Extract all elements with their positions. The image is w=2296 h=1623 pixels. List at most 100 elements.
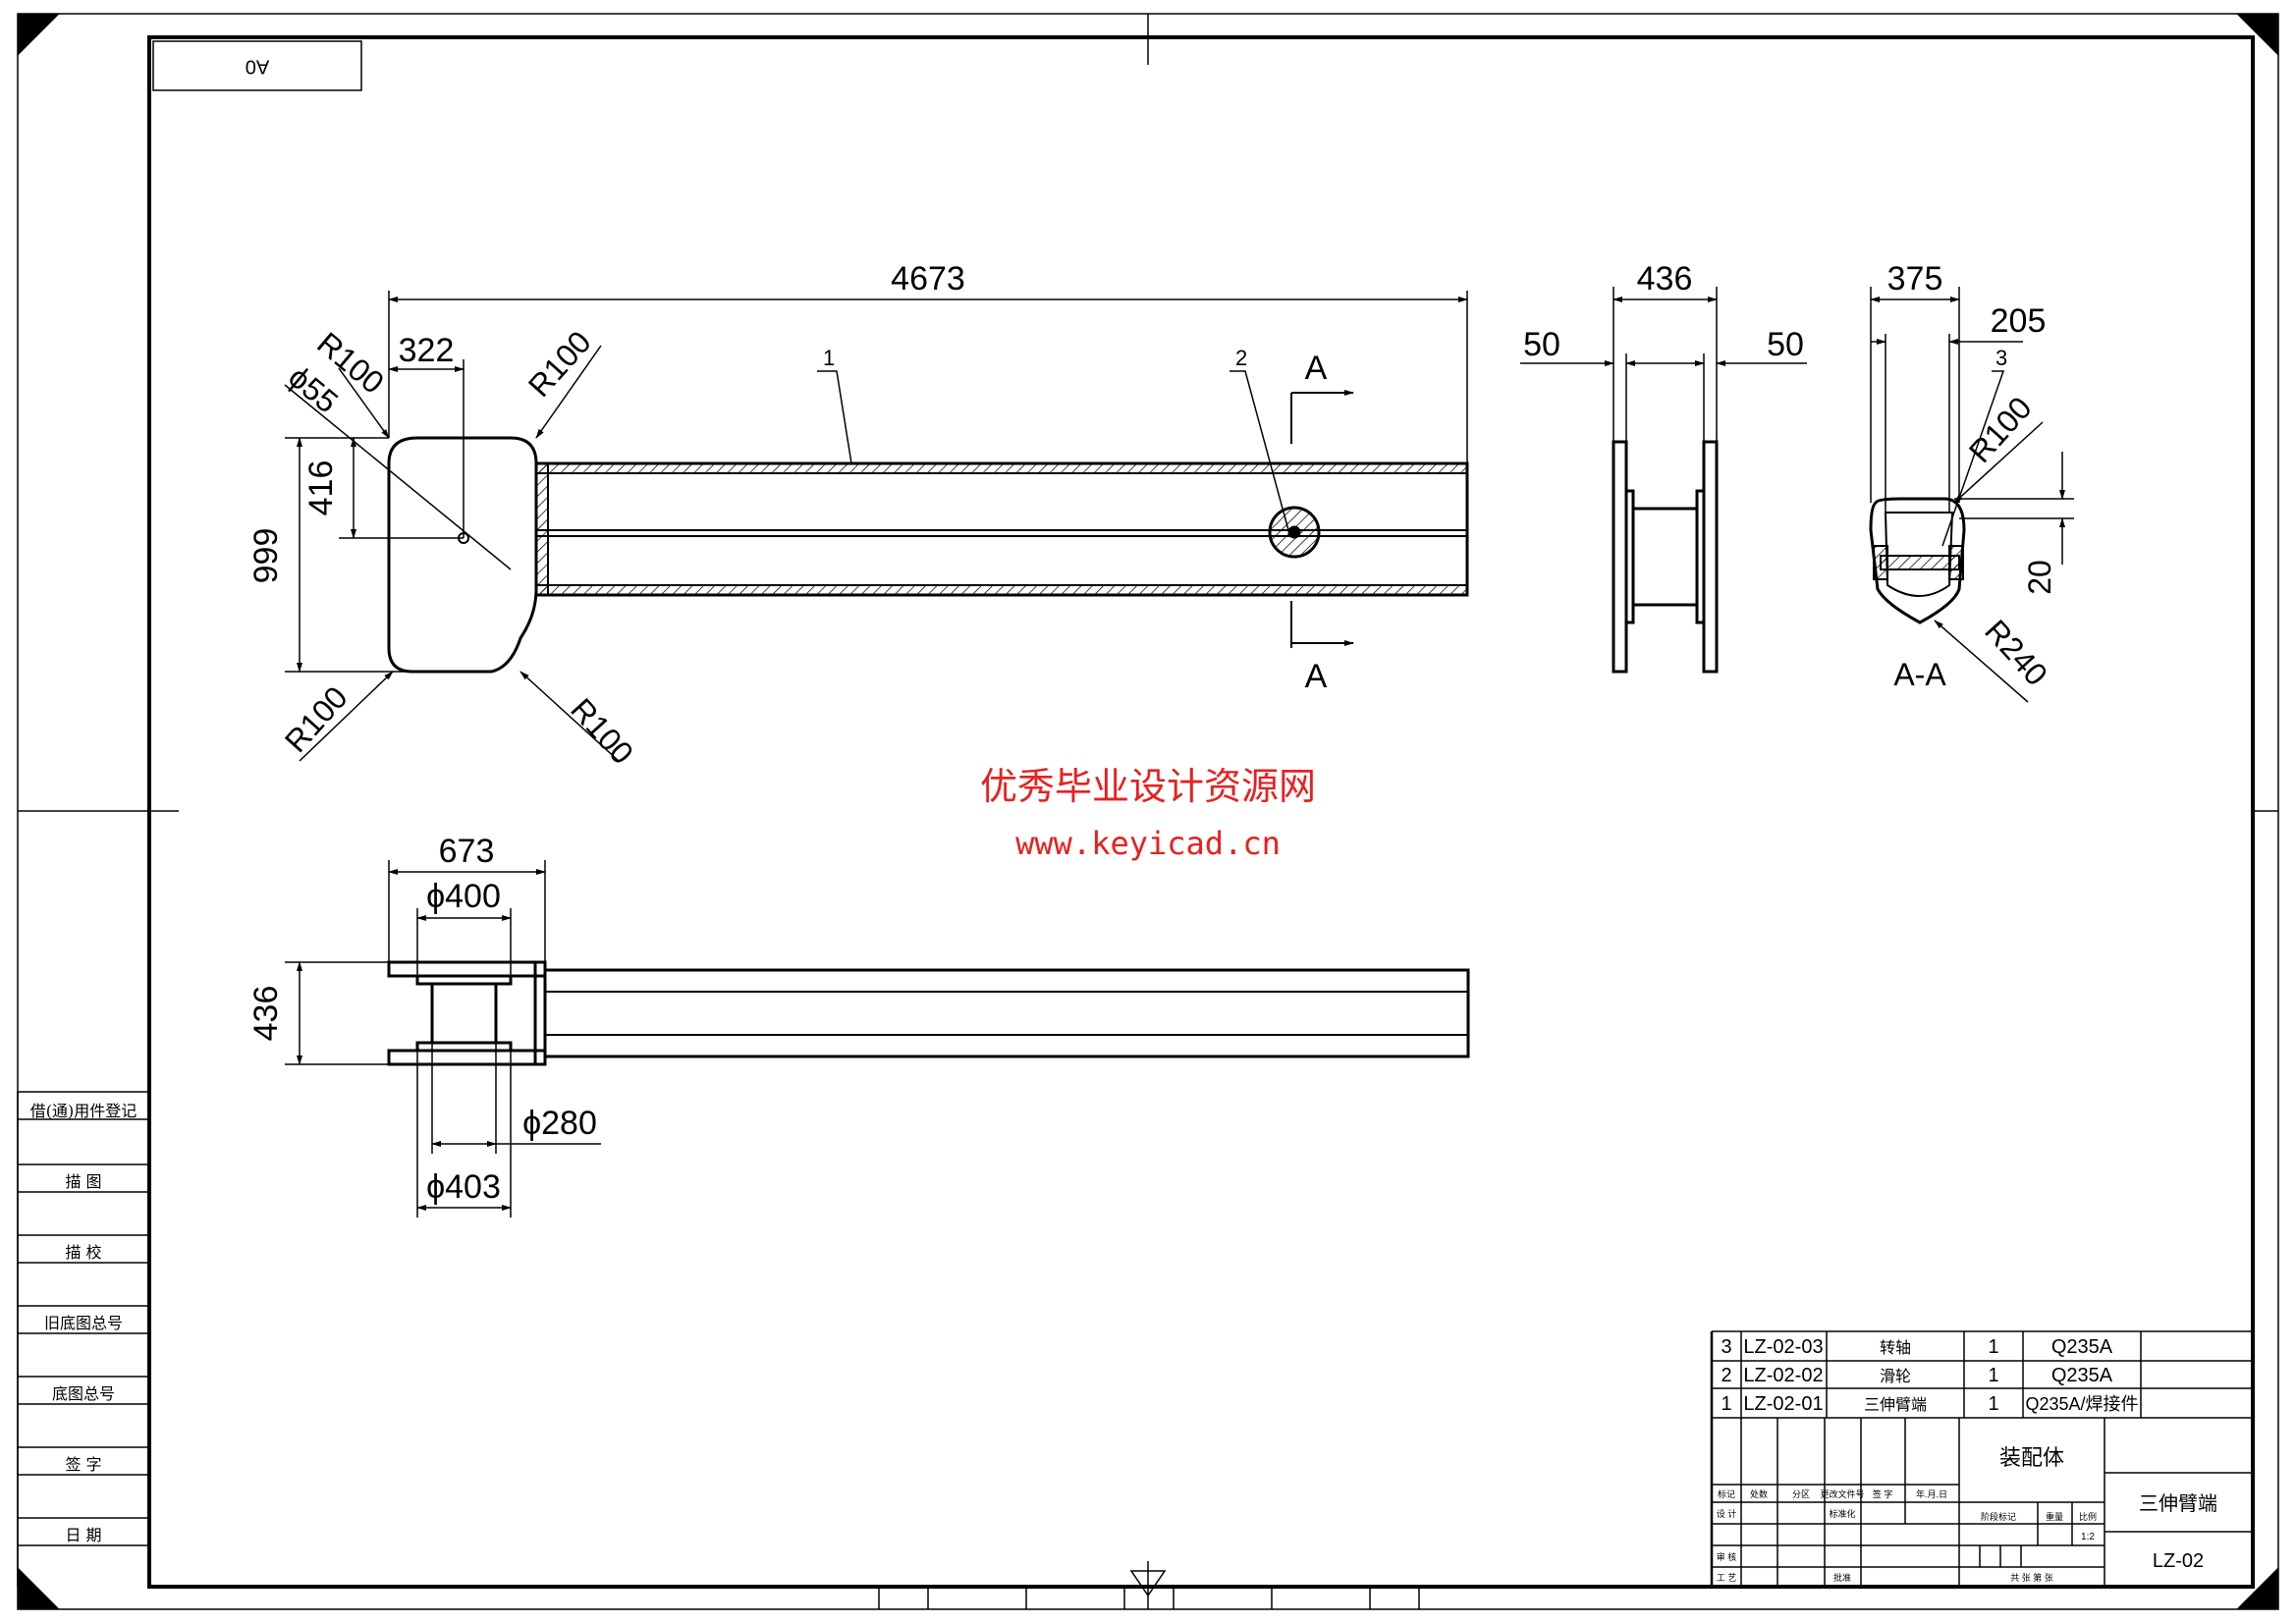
section-title: A-A	[1893, 657, 1946, 692]
title-scale: 1:2	[2081, 1532, 2095, 1542]
plan-view	[387, 960, 1470, 1066]
side-register	[17, 1092, 150, 1587]
title-row-ratio: 比例	[2079, 1511, 2097, 1522]
bom-code: LZ-02-03	[1743, 1336, 1823, 1358]
bom-code: LZ-02-02	[1743, 1365, 1823, 1386]
title-drawing-no: LZ-02	[2153, 1550, 2204, 1572]
title-header: 分区	[1792, 1489, 1810, 1499]
side-label: 描 图	[65, 1172, 102, 1191]
dim-r-top-right: R100	[521, 324, 598, 404]
front-arm-hatch-bottom	[536, 585, 1467, 595]
bom-material: Q235A	[2051, 1365, 2113, 1386]
leader-3-label: 3	[1995, 346, 2007, 370]
side-label: 描 校	[65, 1243, 102, 1262]
dim-bottom-width: 673	[439, 833, 495, 870]
dim-bottom-dia-inner: ϕ280	[522, 1105, 597, 1142]
section-view	[1869, 497, 1966, 624]
plan-hub	[430, 982, 498, 1045]
plan-bottom-plate	[387, 1049, 547, 1066]
title-assembly: 装配体	[1999, 1445, 2064, 1470]
bom-row: 3 LZ-02-03 转轴 1 Q235A	[1721, 1336, 2112, 1358]
dim-sec-inner: 205	[1991, 302, 2047, 340]
bom-no: 1	[1721, 1393, 1731, 1415]
bom-qty: 1	[1988, 1393, 1998, 1415]
sheet-frame	[17, 13, 2279, 1610]
dim-end-margin-right: 50	[1767, 326, 1804, 363]
leader-1-label: 1	[823, 346, 835, 370]
section-dimensions	[1870, 287, 2074, 703]
title-part-name: 三伸臂端	[2139, 1492, 2217, 1515]
format-stamp-text: A0	[246, 56, 269, 78]
section-shaft	[1880, 555, 1960, 570]
side-label: 旧底图总号	[43, 1314, 123, 1332]
section-mark-top: A	[1305, 350, 1328, 387]
watermark-title: 优秀毕业设计资源网	[979, 765, 1316, 808]
dim-sec-r-bottom: R240	[1978, 613, 2054, 692]
title-header: 处数	[1750, 1488, 1768, 1499]
bom-code: LZ-02-01	[1743, 1393, 1823, 1415]
bom-material: Q235A/焊接件	[2025, 1394, 2138, 1414]
plan-dimensions	[285, 860, 601, 1217]
end-hub	[1631, 507, 1699, 607]
end-dimensions	[1520, 287, 1807, 442]
dim-sec-depth: 20	[2022, 560, 2057, 595]
bom-name: 滑轮	[1880, 1368, 1911, 1385]
title-row-sheets: 共 张 第 张	[2010, 1572, 2053, 1583]
leader-2-label: 2	[1235, 346, 1247, 370]
bottom-margin-grid	[878, 1586, 2253, 1609]
dim-bottom-dia-top: ϕ400	[426, 878, 501, 915]
bom-name: 转轴	[1880, 1339, 1911, 1357]
bom-material: Q235A	[2051, 1336, 2113, 1358]
end-view	[1612, 440, 1719, 674]
front-view	[387, 436, 1469, 674]
dim-bottom-height: 436	[247, 986, 285, 1042]
title-row-process: 工 艺	[1717, 1573, 1737, 1583]
side-label: 签 字	[65, 1455, 102, 1474]
section-outline	[1869, 497, 1966, 624]
leaders	[817, 370, 2005, 547]
front-arm-hatch-top	[536, 463, 1467, 473]
bom-name: 三伸臂端	[1864, 1396, 1927, 1414]
side-label: 底图总号	[51, 1384, 115, 1403]
format-stamp: A0	[152, 40, 362, 91]
dim-head-width: 322	[399, 332, 455, 369]
side-label: 日 期	[65, 1526, 102, 1544]
bom-row: 2 LZ-02-02 滑轮 1 Q235A	[1721, 1365, 2112, 1386]
section-cut-line	[1290, 390, 1354, 648]
dim-bottom-dia-lower: ϕ403	[426, 1168, 501, 1206]
dim-end-margin-left: 50	[1523, 326, 1560, 363]
bom-no: 3	[1721, 1336, 1731, 1358]
watermark-url[interactable]: www.keyicad.cn	[1015, 825, 1281, 862]
dim-sec-width: 375	[1887, 260, 1943, 298]
bom-qty: 1	[1988, 1336, 1998, 1358]
title-row-check: 审 核	[1717, 1551, 1737, 1562]
title-header: 签 字	[1873, 1488, 1893, 1499]
title-headers: 标记 处数 分区 更改文件号 签 字 年.月.日	[1718, 1488, 1947, 1499]
front-end-plate	[535, 462, 549, 596]
title-header: 标记	[1718, 1488, 1735, 1499]
end-plate-right	[1702, 440, 1719, 674]
end-plate-left	[1612, 440, 1628, 674]
front-dimensions	[284, 291, 1468, 762]
bom-qty: 1	[1988, 1365, 1998, 1386]
plan-top-plate	[387, 960, 547, 978]
title-row-design: 设 计	[1717, 1508, 1737, 1519]
title-row-weight: 重量	[2046, 1511, 2063, 1522]
title-header: 年.月.日	[1916, 1488, 1947, 1499]
title-row-standard: 标准化	[1829, 1508, 1855, 1519]
title-row-stage: 阶段标记	[1981, 1511, 2016, 1522]
bom-table-lines	[1710, 1330, 2253, 1587]
dim-hole-offset: 416	[302, 460, 340, 516]
title-row-approve: 批准	[1833, 1572, 1851, 1583]
dim-overall-length: 4673	[891, 260, 965, 298]
title-header: 更改文件号	[1820, 1488, 1864, 1499]
front-head-outline	[387, 436, 538, 674]
plan-arm	[543, 968, 1470, 1058]
bom-row: 1 LZ-02-01 三伸臂端 1 Q235A/焊接件	[1721, 1393, 2138, 1415]
dim-head-height: 999	[247, 528, 285, 584]
dim-end-width: 436	[1637, 260, 1693, 298]
side-label: 借(通)用件登记	[29, 1102, 137, 1120]
bom-no: 2	[1721, 1365, 1731, 1386]
section-mark-bottom: A	[1305, 658, 1328, 695]
